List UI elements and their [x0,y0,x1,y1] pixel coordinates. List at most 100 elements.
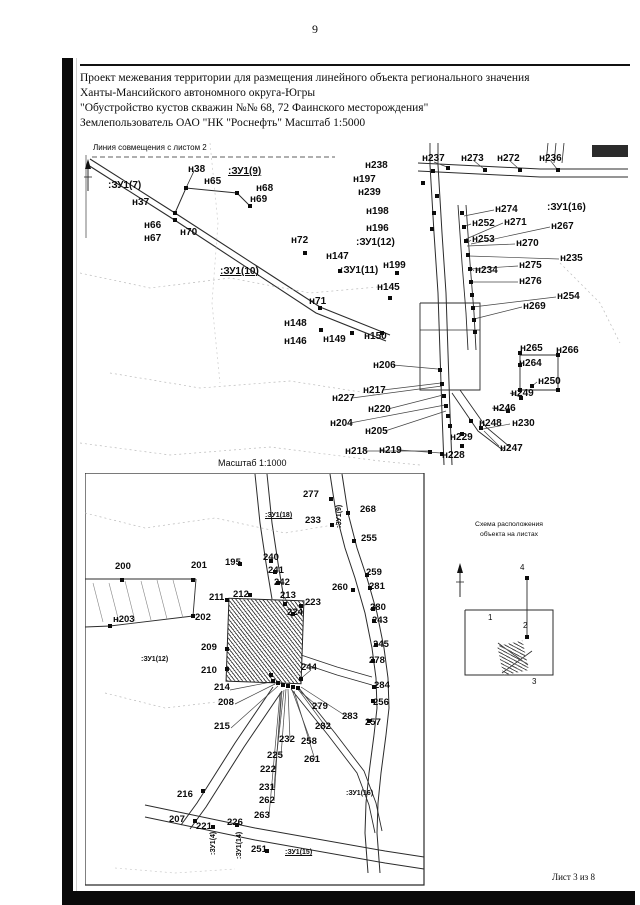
point-label: 257 [365,717,381,728]
survey-point-marker [472,318,476,322]
survey-point-marker [460,444,464,448]
point-label: н238 [365,160,388,171]
map-line [108,582,120,623]
survey-point-marker [368,586,372,590]
survey-point-marker [444,404,448,408]
map-line [417,170,628,178]
point-label: 216 [177,789,193,800]
survey-point-marker [318,306,322,310]
survey-point-marker [338,269,342,273]
map-line [85,512,346,534]
map-line [364,734,375,874]
point-label: н254 [557,291,580,302]
point-label: 200 [115,561,131,572]
point-label: н148 [284,318,307,329]
point-label: 243 [372,615,388,626]
point-label: н248 [479,418,502,429]
map-line [266,473,285,600]
survey-point-marker [470,293,474,297]
survey-point-marker [428,450,432,454]
parcel-zone-label: :ЗУ1(12) [141,656,169,663]
point-label: 201 [191,560,207,571]
point-label: 222 [260,764,276,775]
map-line [457,204,469,351]
map-line [140,580,152,621]
point-leader-line [287,688,291,741]
point-label: н227 [332,393,355,404]
point-leader-line [463,209,495,217]
parcel-zone-label: :ЗУ1(11) [340,265,379,276]
survey-point-marker [351,588,355,592]
survey-point-marker [483,168,487,172]
point-label: н206 [373,360,396,371]
survey-point-marker [519,396,523,400]
map-line [185,170,195,189]
parcel-zone-label: :ЗУ1(16) [346,790,374,797]
point-label: н38 [188,164,206,175]
title-line-3: "Обустройство кустов скважин №№ 68, 72 Ф… [80,102,429,114]
point-label: н270 [516,238,539,249]
point-label: 232 [279,734,295,745]
map-line [109,372,381,396]
survey-point-marker [273,570,277,574]
point-label: н66 [144,220,162,231]
survey-point-marker [440,452,444,456]
point-leader-line [508,159,520,170]
survey-point-marker [299,677,303,681]
survey-point-marker [468,267,472,271]
point-label: н234 [475,265,498,276]
survey-point-marker [525,635,529,639]
point-leader-line [230,685,279,729]
point-label: н253 [472,234,495,245]
point-label: 213 [280,590,296,601]
map-line [89,158,391,336]
point-leader-line [300,686,350,719]
point-label: 255 [361,533,377,544]
map-line [189,690,283,830]
point-label: н269 [523,301,546,312]
point-leader-line [392,364,439,370]
survey-point-marker [448,424,452,428]
point-leader-line [280,688,287,757]
survey-point-marker [286,684,290,688]
survey-point-marker [525,576,529,580]
survey-point-marker [248,593,252,597]
survey-point-marker [248,204,252,208]
survey-point-marker [193,819,197,823]
scan-edge-left [62,58,73,905]
point-label: 261 [304,754,320,765]
point-label: 245 [373,639,389,650]
survey-point-marker [421,181,425,185]
survey-point-marker [464,239,468,243]
map-line [376,734,387,874]
paper-edge-line [76,58,77,891]
point-label: 233 [305,515,321,526]
map-line [92,582,104,623]
title-line-1: Проект межевания территории для размещен… [80,72,530,84]
survey-point-marker [432,211,436,215]
map-line [104,692,226,709]
map-line [559,262,621,344]
map-line [172,579,184,619]
map-line [254,473,273,600]
survey-point-marker [479,426,483,430]
survey-point-marker [225,667,229,671]
point-label: 240 [263,552,279,563]
survey-point-marker [211,825,215,829]
survey-point-marker [276,581,280,585]
survey-point-marker [330,523,334,527]
point-leader-line [468,255,560,260]
point-label: 209 [201,642,217,653]
parcel-zone-label: :ЗУ1(12) [356,237,395,248]
detail-map-linework [85,473,425,886]
point-label: н72 [291,235,309,246]
map-line [297,686,383,832]
point-label: 280 [370,602,386,613]
map-line [545,143,549,164]
map-line [553,143,557,164]
point-label: н196 [366,223,389,234]
map-line [451,392,505,452]
point-leader-line [473,306,523,320]
